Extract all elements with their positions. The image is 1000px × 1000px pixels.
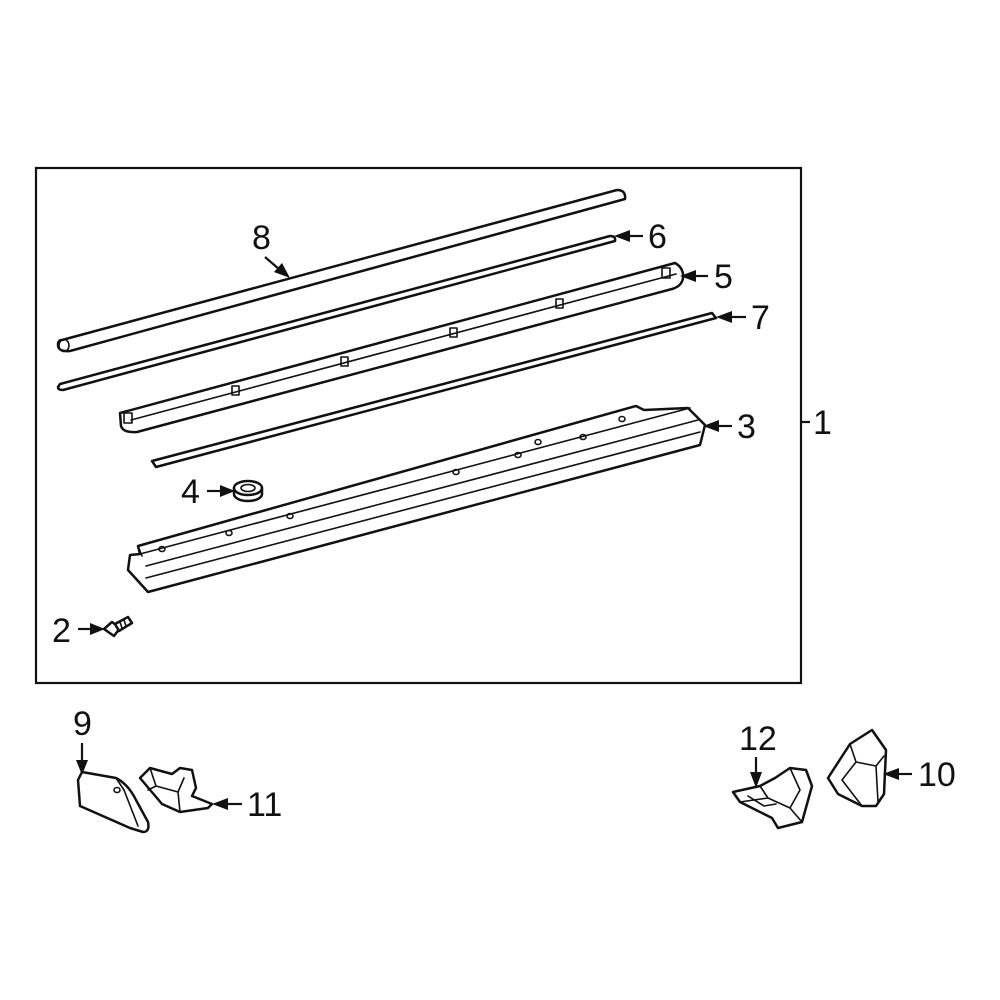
- callout-7: 7: [751, 299, 770, 337]
- callout-5: 5: [714, 258, 733, 296]
- part-7-seal-strip: [150, 311, 718, 469]
- part-11-bracket: [138, 766, 214, 814]
- part-2-screw: [102, 615, 134, 638]
- part-9-end-cap: [76, 770, 150, 834]
- part-10-end-cap: [826, 728, 888, 808]
- leader-lines: [76, 230, 912, 810]
- callout-11: 11: [247, 786, 282, 824]
- part-4-grommet: [232, 479, 264, 503]
- callout-8: 8: [252, 219, 271, 257]
- callout-6: 6: [648, 218, 667, 256]
- callout-4: 4: [181, 473, 200, 511]
- part-5-channel-molding: [118, 261, 685, 434]
- callout-9: 9: [73, 705, 92, 743]
- callout-1: 1: [813, 404, 832, 442]
- callout-2: 2: [52, 612, 71, 650]
- part-8-molding-bar: [56, 188, 627, 353]
- callout-3: 3: [737, 408, 756, 446]
- callout-10: 10: [918, 756, 956, 794]
- assembly-frame: [34, 166, 803, 685]
- callout-12: 12: [739, 720, 777, 758]
- part-6-strip: [56, 234, 617, 392]
- part-3-rocker-panel: [126, 404, 707, 594]
- part-12-bracket: [731, 766, 814, 830]
